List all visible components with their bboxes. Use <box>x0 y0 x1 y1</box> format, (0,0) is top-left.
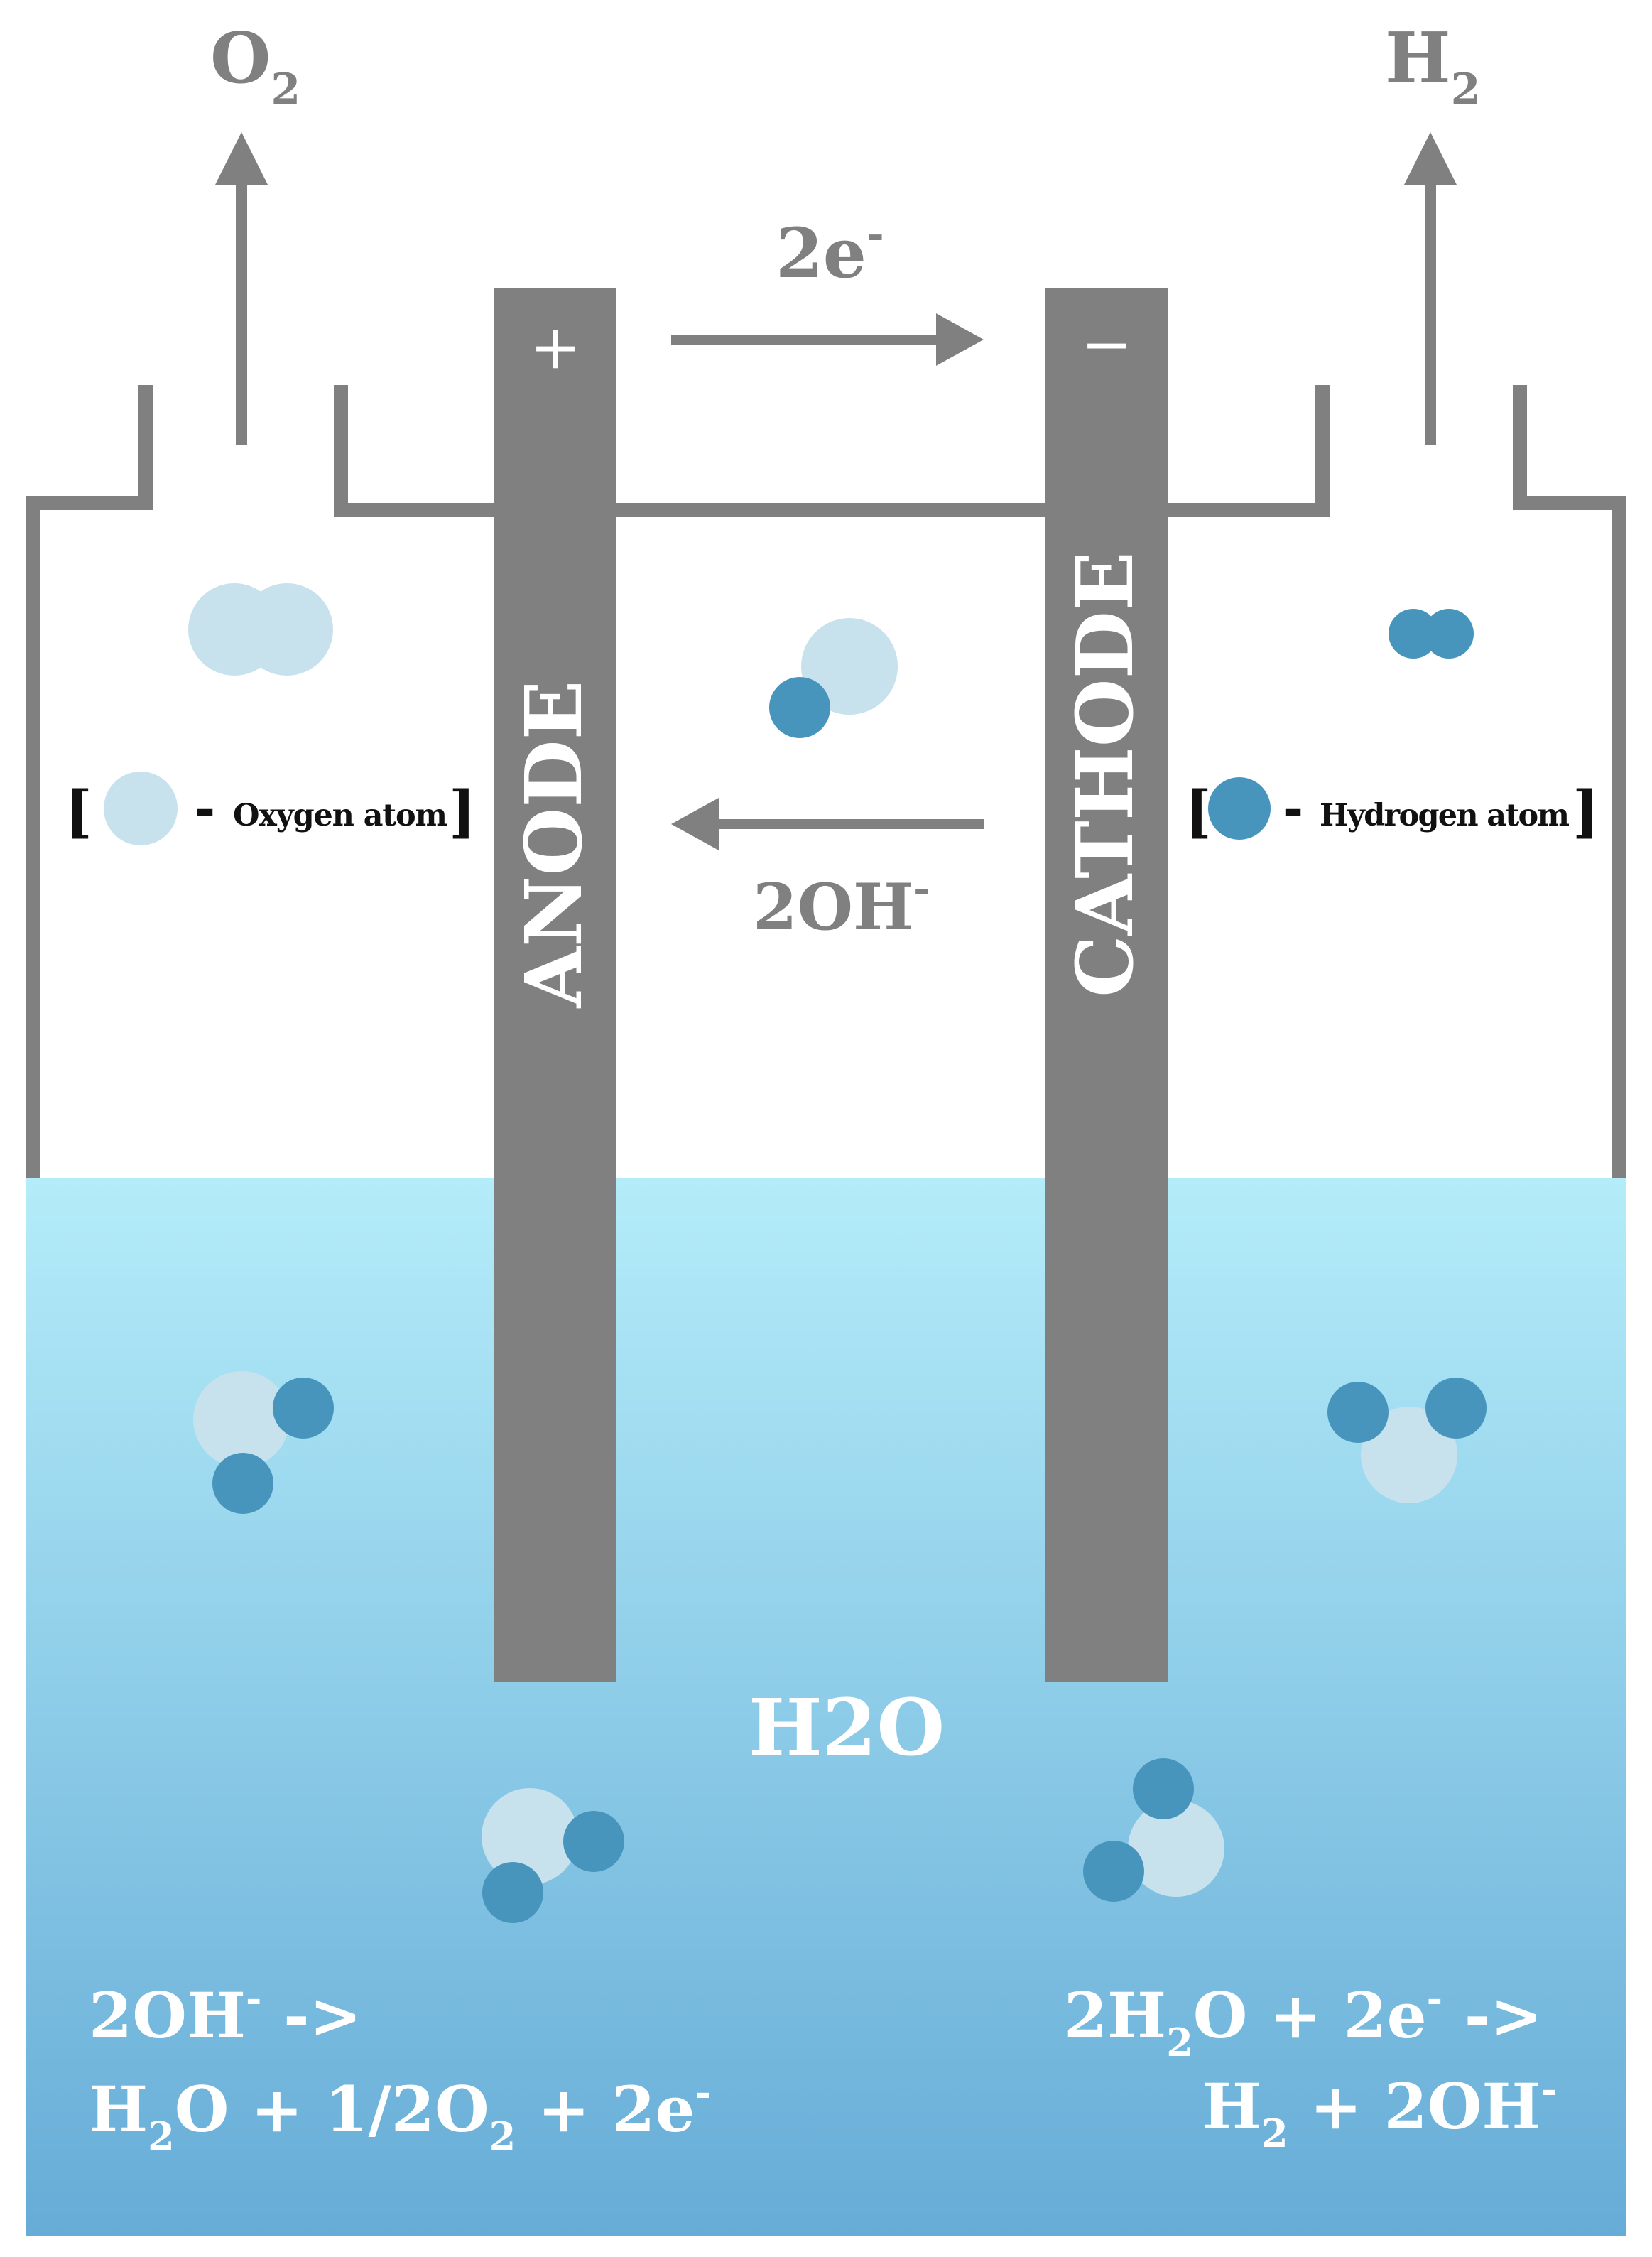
electrolyte <box>26 1178 1626 2236</box>
cathode-sign: − <box>1081 309 1132 380</box>
water-molecule <box>1083 1758 1224 1902</box>
o2-outlet-arrow <box>215 132 268 445</box>
water-molecule <box>193 1371 334 1514</box>
anode-electrode <box>494 288 616 1682</box>
h2-outlet-arrow <box>1404 132 1457 445</box>
electron-flow-label: 2e- <box>776 210 884 293</box>
legend-oxygen-dash: - <box>195 779 215 838</box>
water-molecule <box>1327 1378 1487 1503</box>
legend-oxygen-swatch <box>104 772 178 845</box>
legend-hydrogen: [ - Hydrogen atom ] <box>1185 777 1599 845</box>
o2-molecule <box>188 583 333 676</box>
anode-label: ANODE <box>508 681 599 1009</box>
cathode-reaction-line1: 2H2O + 2e- -> <box>1064 1976 1543 2065</box>
h2-label: H2 <box>1385 18 1480 114</box>
legend-hydrogen-close: ] <box>1572 778 1599 845</box>
container-outline <box>26 385 1626 1178</box>
anode-reaction-line2: H2O + 1/2O2 + 2e- <box>89 2069 711 2159</box>
legend-hydrogen-dash: - <box>1283 779 1303 838</box>
anode-reaction-line1: 2OH- -> <box>89 1976 362 2052</box>
o2-label: O2 <box>210 18 300 114</box>
electrolyte-label: H2O <box>749 1682 945 1773</box>
hydroxide-ion <box>769 618 898 738</box>
anode-sign: + <box>530 312 581 383</box>
water-molecule <box>482 1788 624 1923</box>
cathode-label: CATHODE <box>1059 551 1151 997</box>
electron-flow-arrow <box>671 313 984 366</box>
legend-hydrogen-text: Hydrogen atom <box>1320 798 1570 833</box>
cathode-electrode <box>1045 288 1168 1682</box>
ion-flow-arrow <box>671 798 984 850</box>
legend-hydrogen-open: [ <box>1185 778 1212 845</box>
legend-oxygen-open: [ <box>65 778 92 845</box>
legend-oxygen-text: Oxygen atom <box>233 798 447 833</box>
cathode-reaction-line2: H2 + 2OH- <box>1202 2067 1557 2156</box>
legend-oxygen-close: ] <box>449 778 476 845</box>
legend-oxygen: [ - Oxygen atom ] <box>65 772 476 845</box>
ion-flow-label: 2OH- <box>753 865 930 945</box>
legend-hydrogen-swatch <box>1208 777 1271 840</box>
h2-molecule <box>1389 609 1474 659</box>
